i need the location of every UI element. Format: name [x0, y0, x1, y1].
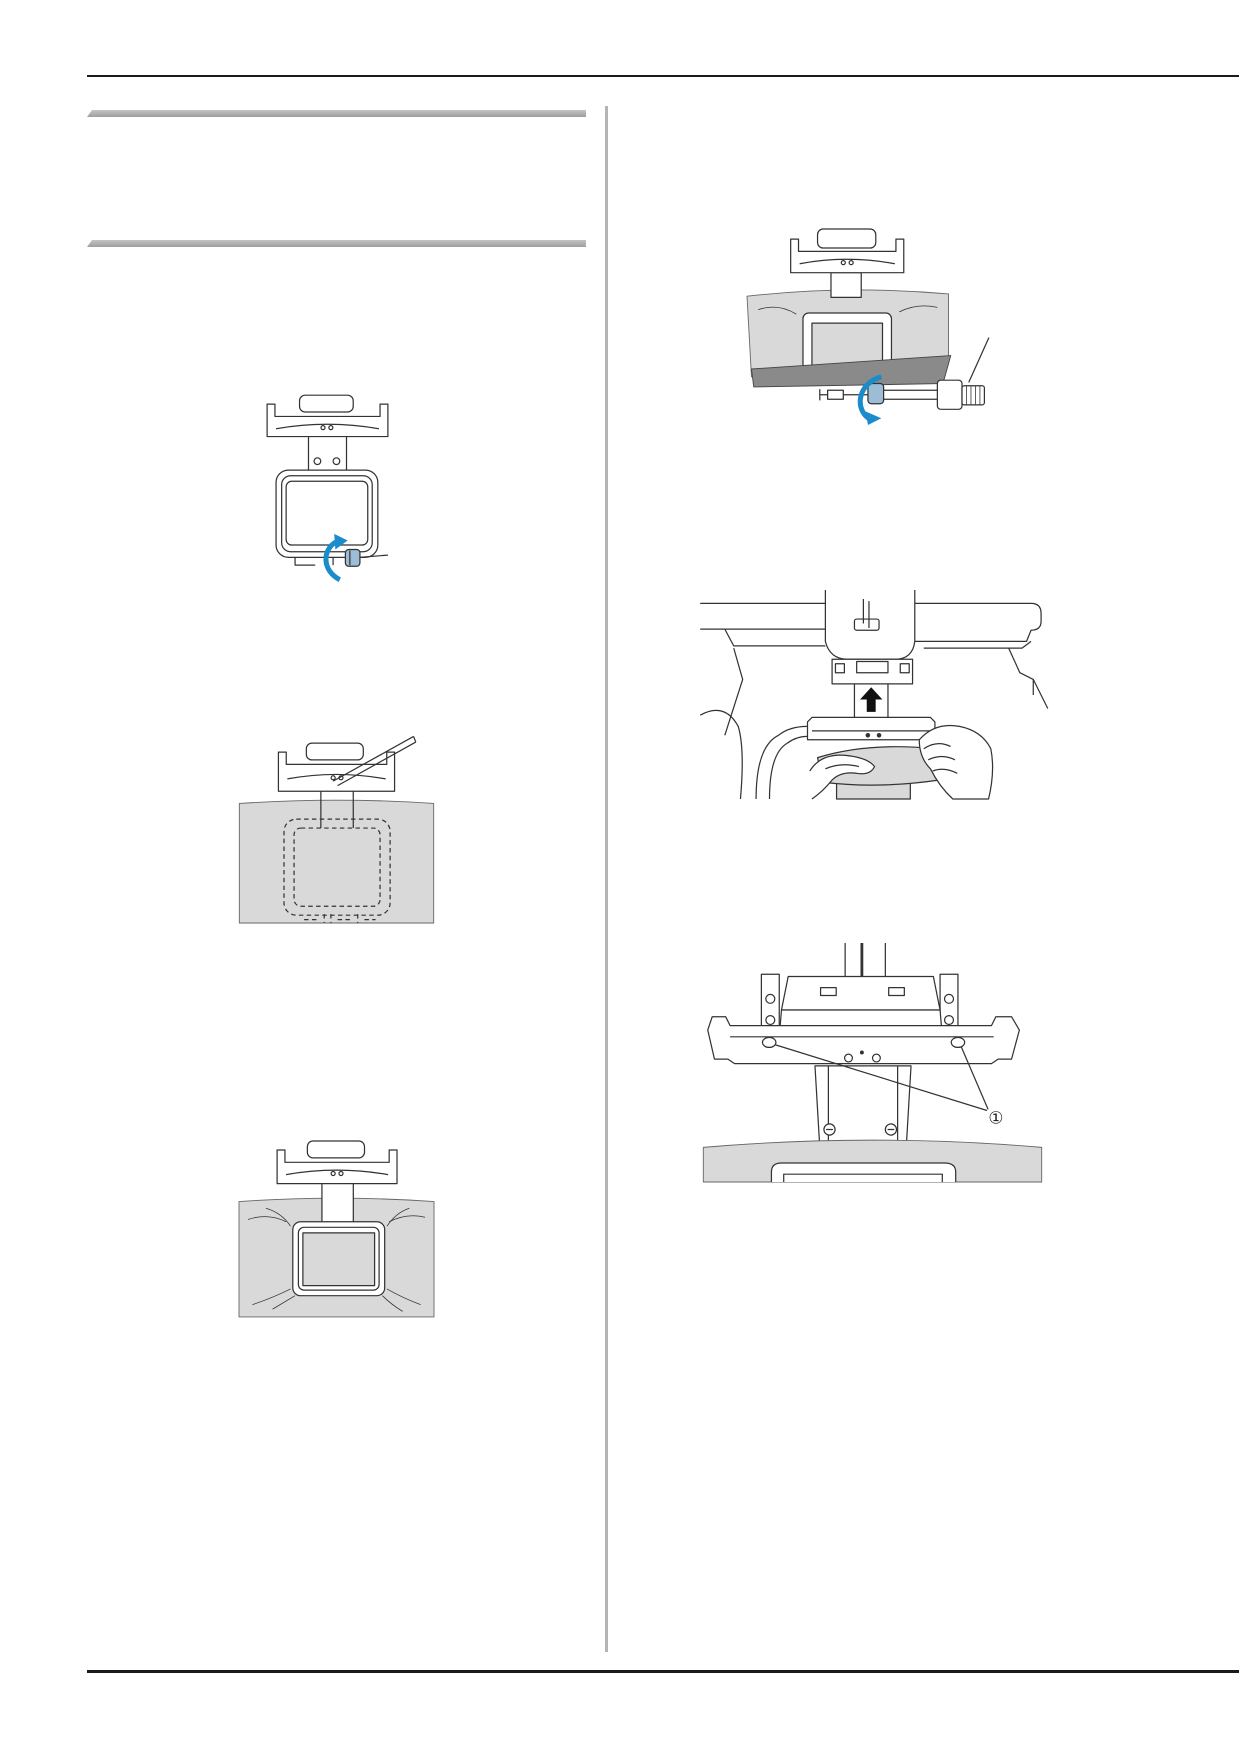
frame-adjusting-screw [344, 548, 388, 567]
hoop-neck [814, 1065, 912, 1143]
hoop-holder [277, 742, 396, 792]
fabric-wrinkles [247, 1207, 426, 1312]
hoop-outline-dashed [283, 818, 391, 923]
fabric [238, 799, 435, 924]
embroidery-frame [292, 1221, 386, 1297]
loosen-direction-arrow-icon [323, 533, 348, 582]
hoop-holder-pins-illustration: ① [702, 943, 1043, 1183]
hoop-screw-tighten-illustration [746, 228, 990, 425]
embroidery-frame [699, 709, 936, 800]
callout-leader-lines [774, 1044, 989, 1112]
hoop-screw-loosen-illustration [266, 394, 389, 582]
fabric-hooped-illustration [238, 1140, 435, 1318]
fabric-wrinkles [758, 305, 938, 315]
header-rule [87, 75, 1239, 77]
hoop-neck [321, 1181, 354, 1224]
push-arrow-icon [860, 687, 883, 712]
machine-bed [702, 1139, 1043, 1183]
hoop-neck [830, 272, 862, 298]
hoop-neck [307, 435, 348, 473]
hoop-bracket [831, 658, 914, 721]
tighten-direction-arrow-icon [857, 374, 883, 425]
hoop-holder [266, 394, 389, 438]
carriage [824, 590, 916, 660]
fabric-marking-illustration [238, 735, 435, 924]
hoop-neck [320, 791, 354, 829]
footer-rule [87, 1670, 1239, 1673]
holder-bar [707, 1016, 1020, 1065]
right-hand [918, 724, 994, 800]
callout-1-label: ① [988, 1107, 1003, 1127]
left-hand [809, 754, 876, 800]
column-divider [605, 106, 608, 1652]
embroidery-frame [275, 469, 379, 566]
section-bar-second [87, 240, 586, 247]
hoop-holder [790, 228, 905, 274]
section-bar-top [87, 110, 586, 117]
frame-screw-assembly [819, 382, 885, 405]
attach-hoop-illustration [699, 590, 1049, 800]
marking-pen [332, 735, 417, 787]
embroidery-arm [700, 602, 1049, 736]
hoop-holder [276, 1140, 398, 1185]
screwdriver-icon [883, 337, 990, 410]
